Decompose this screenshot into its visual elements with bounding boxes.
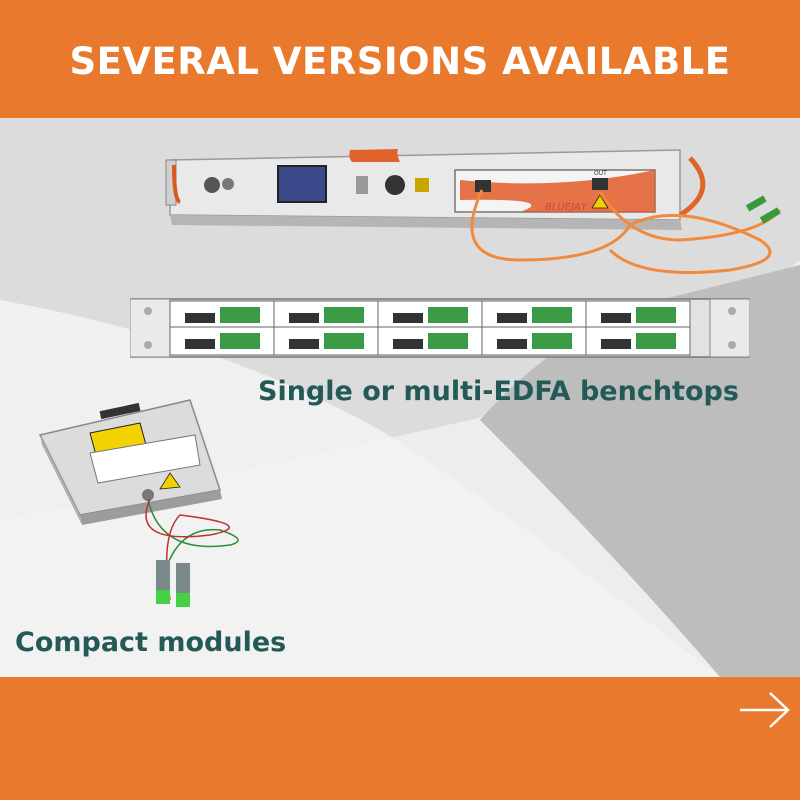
benchtops-caption: Single or multi-EDFA benchtops: [258, 376, 739, 407]
out-port-label: OUT: [594, 170, 607, 177]
svg-text:BLUEJAY: BLUEJAY: [545, 202, 588, 213]
header-band: [0, 0, 800, 118]
page-title: SEVERAL VERSIONS AVAILABLE: [69, 40, 731, 83]
arrow-right-icon[interactable]: [738, 690, 792, 730]
compact-modules-caption: Compact modules: [15, 627, 287, 658]
benchtop-unit-image: OUT BLUEJAY: [165, 149, 782, 274]
footer-band: [0, 677, 800, 800]
compact-module-image: [38, 399, 239, 607]
multi-edfa-rack-image: [130, 298, 750, 358]
